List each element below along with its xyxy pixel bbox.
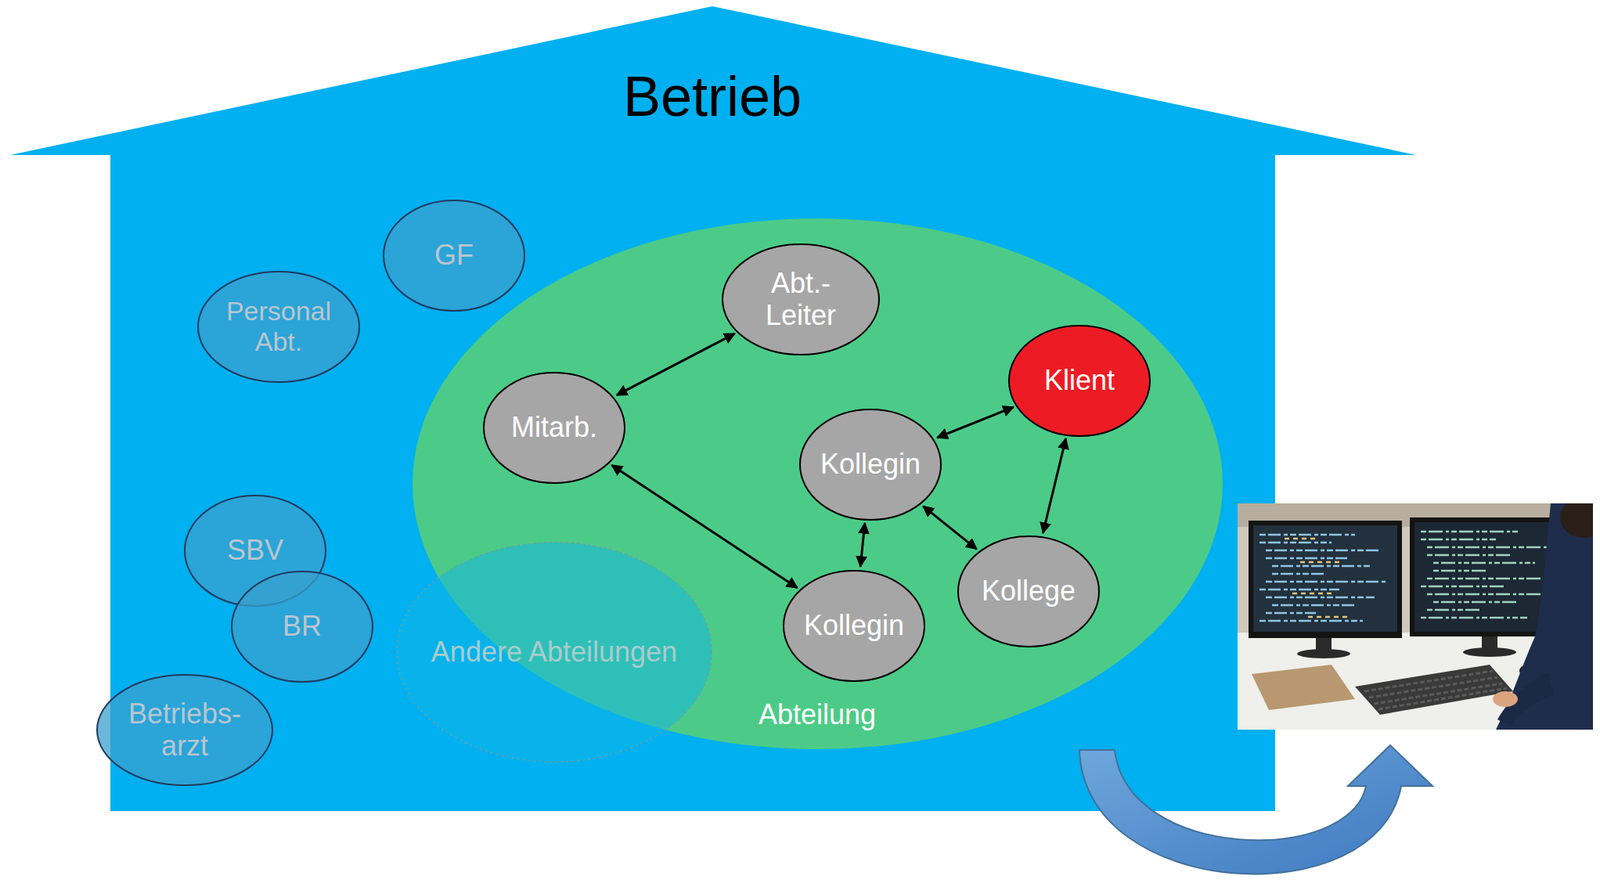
- connector-arrow: [936, 407, 1013, 438]
- staff-unit: Betriebs- arzt: [96, 673, 274, 786]
- node-outline: [383, 200, 525, 311]
- monitor-foot: [1463, 647, 1517, 657]
- keyboard-keys: [1364, 670, 1507, 710]
- node-label: GF: [434, 238, 474, 271]
- staff-unit: Personal Abt.: [197, 270, 361, 383]
- staff-unit: BR: [230, 570, 374, 683]
- node-outline: [783, 570, 925, 682]
- node-outline: [396, 542, 713, 763]
- node-outline: [231, 571, 373, 682]
- monitor-foot: [1297, 648, 1351, 659]
- node-label: Betriebs- arzt: [118, 697, 252, 763]
- node-label: Kollege: [981, 574, 1076, 607]
- person-node: Kollege: [957, 535, 1100, 648]
- photo-wall: [1237, 503, 1593, 730]
- person-head: [1560, 503, 1593, 538]
- connector-arrow: [922, 506, 977, 550]
- node-outline: [722, 244, 880, 355]
- node-label: Betrieb: [623, 64, 802, 130]
- node-label: Klient: [1044, 363, 1115, 397]
- connector-arrow: [1042, 438, 1066, 534]
- connector-arrow: [860, 522, 865, 566]
- keyboard: [1354, 664, 1514, 715]
- screen-left: [1253, 525, 1398, 632]
- node-label: Abt.- Leiter: [742, 266, 860, 332]
- node-label: Kollegin: [820, 447, 921, 480]
- company-house: BetriebGF Personal Abt. Abteilung Abt.- Lei…: [0, 0, 1425, 815]
- staff-unit: GF: [382, 199, 526, 312]
- node-label: Abteilung: [758, 698, 876, 731]
- node-label: BR: [282, 609, 322, 642]
- house-body: [110, 154, 1276, 811]
- person-node: Kollegin: [782, 569, 926, 682]
- node-label: SBV: [227, 533, 284, 566]
- monitor-left: [1248, 520, 1402, 638]
- person-node: Kollegin: [799, 408, 942, 521]
- office-photo: [1237, 503, 1593, 730]
- paper-pad: [1251, 664, 1355, 710]
- node-outline: [483, 372, 625, 483]
- person-hand: [1492, 691, 1518, 707]
- code-lines: [1259, 534, 1387, 621]
- node-label: Kollegin: [803, 609, 905, 642]
- person-node: Abt.- Leiter: [721, 243, 880, 356]
- node-label: Mitarb.: [511, 410, 598, 444]
- person-node: Mitarb.: [482, 371, 626, 484]
- node-outline: [198, 271, 360, 382]
- code-lines: [1284, 538, 1348, 617]
- client-node: Klient: [1008, 324, 1151, 437]
- node-label: Andere Abteilungen: [431, 635, 678, 668]
- code-lines: [1420, 531, 1555, 618]
- connector-arrow: [616, 333, 735, 396]
- house-roof: [10, 6, 1417, 155]
- other-dept-ellipse: Andere Abteilungen: [396, 541, 713, 763]
- node-label: Personal Abt.: [216, 295, 342, 357]
- node-outline: [958, 536, 1100, 647]
- node-outline: [800, 409, 941, 520]
- node-outline: [1009, 325, 1150, 437]
- node-outline: [97, 674, 273, 786]
